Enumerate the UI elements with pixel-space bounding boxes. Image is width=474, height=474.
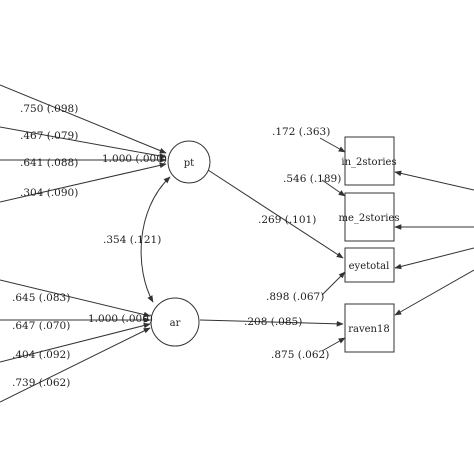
ar-loading-1: .645 (.083) — [12, 292, 70, 304]
edge-residual-me2 — [321, 179, 346, 197]
ar-loading-5: .739 (.062) — [12, 377, 70, 389]
pt-loading-4: 1.000 (.000) — [102, 153, 167, 165]
node-eyetotal-label: eyetotal — [349, 261, 390, 272]
pt-loading-3: .641 (.088) — [20, 157, 78, 169]
node-in-2stories — [344, 136, 395, 186]
pt-loading-5: .304 (.090) — [20, 187, 78, 199]
edge-residual-in2 — [319, 137, 346, 153]
edge-ar-1 — [0, 279, 151, 318]
node-eyetotal — [344, 247, 395, 283]
edge-ar-3 — [0, 322, 151, 363]
ar-loading-2: .647 (.070) — [12, 320, 70, 332]
ar-loading-4: .404 (.092) — [12, 349, 70, 361]
edge-right-raven — [394, 269, 474, 316]
edge-pt-1 — [0, 84, 167, 154]
path-pt-eyetotal-label: .269 (.101) — [258, 214, 316, 226]
node-ar-label: ar — [170, 318, 181, 329]
pt-loading-1: .750 (.098) — [20, 103, 78, 115]
path-ar-raven18-label: .208 (.085) — [244, 316, 302, 328]
edge-ar-raven18 — [199, 319, 344, 327]
edge-pt-ar-covariance — [140, 176, 171, 303]
covariance-label: .354 (.121) — [103, 234, 161, 246]
node-in-2stories-label: in_2stories — [341, 157, 396, 168]
edge-pt-4 — [0, 162, 167, 203]
residual-raven18-label: .875 (.062) — [271, 349, 329, 361]
edge-right-eye — [394, 247, 474, 270]
edge-ar-4 — [0, 327, 151, 403]
edge-pt-eyetotal — [207, 169, 344, 259]
ar-loading-3: 1.000 (.000) — [88, 313, 153, 325]
node-pt — [167, 140, 211, 184]
edge-pt-2 — [0, 126, 167, 159]
residual-in-2stories-label: .172 (.363) — [272, 126, 330, 138]
edge-residual-raven — [321, 337, 346, 352]
node-pt-label: pt — [184, 158, 194, 169]
edge-right-in2 — [394, 170, 474, 191]
residual-me-2stories-label: .546 (.189) — [283, 173, 341, 185]
node-raven18 — [344, 303, 395, 353]
edge-residual-eye — [321, 271, 346, 296]
node-me-2stories — [344, 192, 395, 242]
node-me-2stories-label: me_2stories — [339, 213, 400, 224]
node-ar — [150, 297, 200, 347]
node-raven18-label: raven18 — [348, 324, 389, 335]
pt-loading-2: .467 (.079) — [20, 130, 78, 142]
residual-eyetotal-label: .898 (.067) — [266, 291, 324, 303]
